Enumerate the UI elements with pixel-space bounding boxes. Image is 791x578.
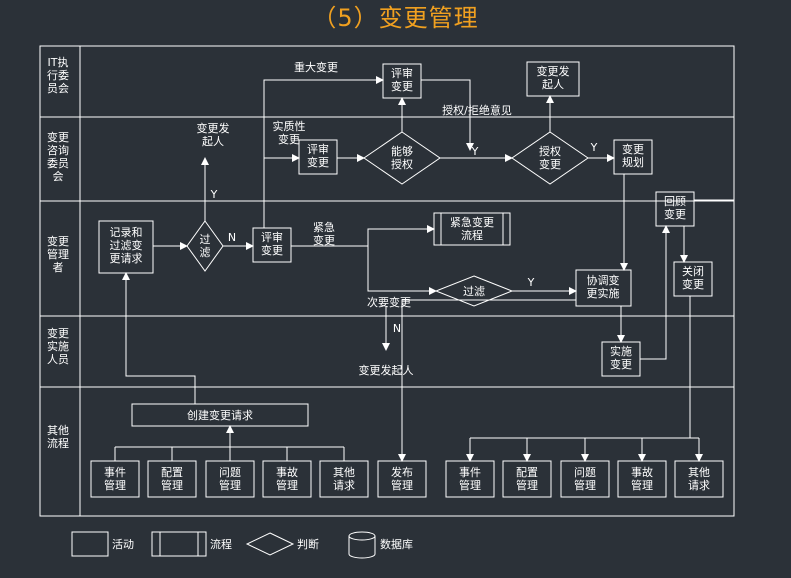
label-substantive: 实质性变更 bbox=[273, 119, 306, 146]
lane-advisory-board: 变更咨询委员会 bbox=[47, 130, 69, 183]
swimlane-frame bbox=[39, 45, 735, 517]
lane-other-process: 其他流程 bbox=[47, 424, 69, 450]
filter-main-diamond bbox=[186, 220, 224, 272]
can-authorize-text: 能够授权 bbox=[391, 144, 413, 171]
authorize-text: 授权变更 bbox=[539, 144, 561, 171]
can-authorize-diamond bbox=[363, 131, 441, 185]
label-y-can-auth: Y bbox=[471, 145, 479, 158]
bl-problem: 问题管理 bbox=[219, 466, 241, 492]
bl-other: 其他请求 bbox=[333, 466, 355, 492]
label-n-filter: N bbox=[228, 231, 236, 244]
lane-it-committee: IT执行委员会 bbox=[47, 55, 69, 95]
br-incident: 事件管理 bbox=[459, 466, 481, 492]
review-back-box bbox=[655, 191, 695, 227]
br-problem: 问题管理 bbox=[574, 466, 596, 492]
lane-change-manager: 变更管理者 bbox=[47, 234, 69, 274]
filter-second-diamond bbox=[434, 275, 514, 307]
label-initiator-bottom: 变更发起人 bbox=[359, 363, 414, 377]
emergency-flow-text: 紧急变更流程 bbox=[450, 215, 494, 242]
lane-implementer: 变更实施人员 bbox=[47, 326, 69, 366]
coordinate-text: 协调变更实施 bbox=[587, 273, 620, 300]
review-major-text: 评审变更 bbox=[391, 66, 413, 93]
bl-release: 发布管理 bbox=[391, 465, 413, 492]
authorize-diamond bbox=[511, 131, 589, 185]
initiator-top-text: 变更发起人 bbox=[537, 64, 570, 91]
label-emergency: 紧急变更 bbox=[313, 220, 335, 247]
label-major-change: 重大变更 bbox=[294, 60, 338, 74]
legend-activity: 活动 bbox=[112, 538, 134, 551]
change-planning-text: 变更规划 bbox=[622, 142, 644, 169]
label-y-authorize: Y bbox=[590, 141, 598, 154]
create-request-box bbox=[131, 403, 309, 427]
bl-accident: 事故管理 bbox=[276, 465, 298, 492]
label-auth-reject: 授权/拒绝意见 bbox=[442, 103, 512, 117]
bl-incident: 事件管理 bbox=[104, 466, 126, 492]
review-manager-text: 评审变更 bbox=[261, 230, 283, 257]
legend-database: 数据库 bbox=[380, 537, 413, 551]
label-y-filter: Y bbox=[210, 188, 218, 201]
label-n-filter-second: N bbox=[393, 322, 401, 335]
implement-text: 实施变更 bbox=[610, 344, 632, 371]
close-change-text: 关闭变更 bbox=[682, 264, 704, 291]
close-change-box bbox=[673, 261, 713, 297]
legend-process: 流程 bbox=[210, 537, 232, 551]
review-back-text: 回顾变更 bbox=[664, 195, 686, 221]
label-y-filter-second: Y bbox=[527, 276, 535, 289]
br-accident: 事故管理 bbox=[631, 465, 653, 492]
review-advisory-text: 评审变更 bbox=[307, 142, 329, 169]
br-other: 其他请求 bbox=[688, 466, 710, 492]
legend-decision: 判断 bbox=[297, 537, 319, 551]
bl-config: 配置管理 bbox=[161, 466, 183, 492]
filter-second-text: 过滤 bbox=[463, 285, 485, 298]
br-config: 配置管理 bbox=[516, 466, 538, 492]
label-initiator-left: 变更发起人 bbox=[197, 121, 230, 148]
label-minor: 次要变更 bbox=[367, 295, 411, 309]
filter-main-text: 过滤 bbox=[200, 233, 211, 259]
page-title: （5）变更管理 bbox=[312, 4, 479, 32]
create-request-text: 创建变更请求 bbox=[187, 408, 253, 422]
record-filter-text: 记录和过滤变更请求 bbox=[110, 226, 143, 265]
